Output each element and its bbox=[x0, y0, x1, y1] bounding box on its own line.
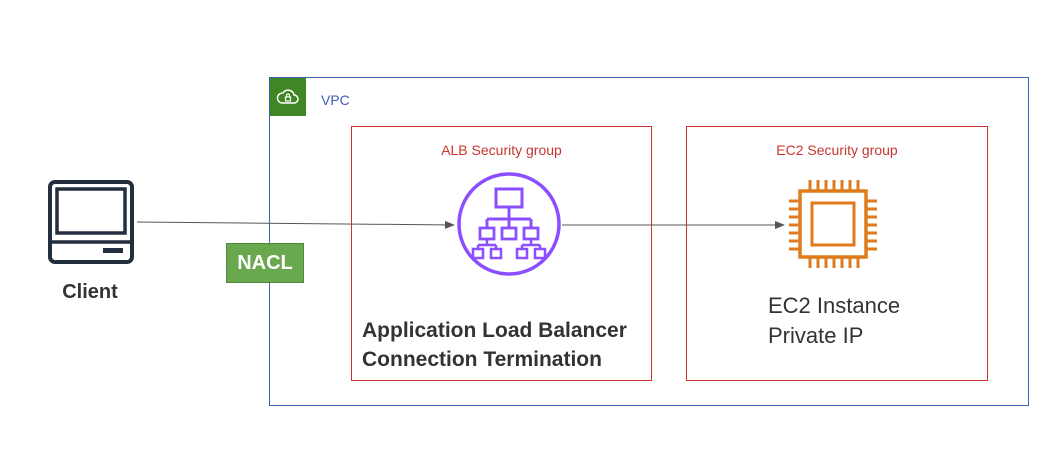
load-balancer-title: Application Load Balancer Connection Ter… bbox=[362, 316, 627, 374]
client-label: Client bbox=[62, 281, 118, 303]
ec2-security-group-label: EC2 Security group bbox=[776, 142, 898, 158]
ec2-chip-icon bbox=[789, 180, 877, 268]
alb-security-group-box bbox=[351, 126, 652, 381]
nacl-badge: NACL bbox=[226, 243, 304, 283]
vpc-label: VPC bbox=[321, 92, 350, 108]
ec2-instance-title-line1: EC2 Instance bbox=[768, 293, 901, 318]
cloud-lock-icon bbox=[276, 89, 299, 104]
ec2-instance-title: EC2 Instance Private IP bbox=[768, 291, 900, 351]
vpc-container bbox=[269, 77, 1029, 406]
application-load-balancer-icon bbox=[457, 172, 561, 276]
load-balancer-title-line1: Application Load Balancer bbox=[362, 319, 627, 342]
computer-terminal-icon bbox=[48, 180, 134, 264]
client-to-alb-connector bbox=[136, 220, 455, 229]
nacl-label: NACL bbox=[237, 251, 293, 274]
ec2-instance-title-line2: Private IP bbox=[768, 323, 864, 348]
load-balancer-title-line2: Connection Termination bbox=[362, 348, 602, 371]
ec2-security-group-box bbox=[686, 126, 988, 381]
alb-security-group-label: ALB Security group bbox=[441, 142, 562, 158]
vpc-badge bbox=[270, 78, 306, 116]
